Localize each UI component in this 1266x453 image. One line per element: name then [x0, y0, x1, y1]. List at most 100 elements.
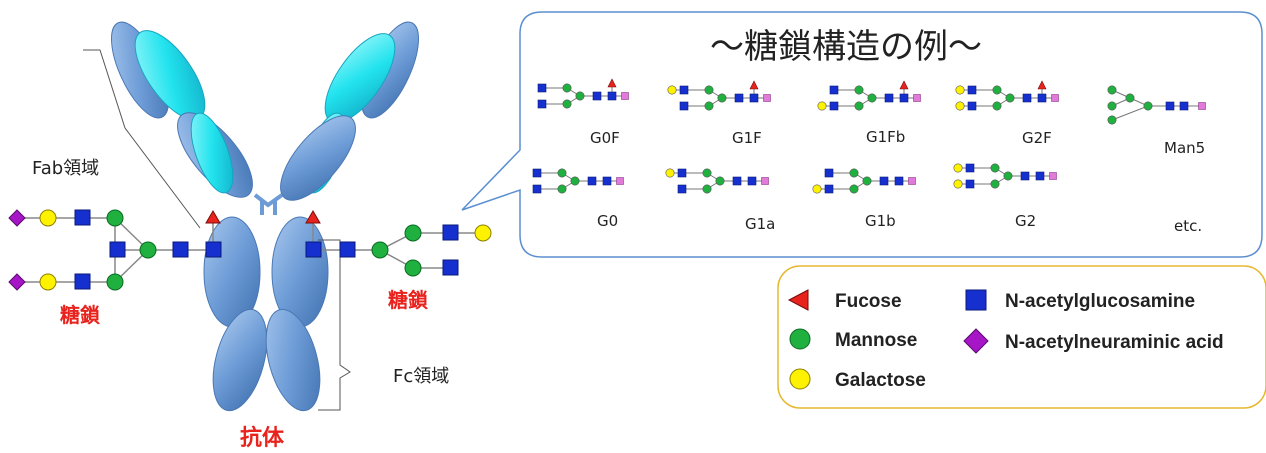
mannose-icon [849, 168, 859, 178]
glcnac-icon [899, 93, 909, 103]
glcnac-icon [74, 273, 91, 290]
glycan-left-residues [8, 209, 222, 291]
structure-label-g1a: G1a [745, 215, 775, 233]
glcnac-icon [1020, 171, 1030, 181]
glcnac-icon [442, 224, 459, 241]
reducing-end-icon [908, 177, 916, 185]
glcnac-icon [1179, 101, 1189, 111]
reducing-end-icon [621, 92, 629, 100]
glcnac-icon [305, 241, 322, 258]
glcnac-icon [677, 168, 687, 178]
fucose-icon [1037, 80, 1047, 90]
fab-region-label: Fab領域 [32, 158, 99, 179]
glcnac-icon [205, 241, 222, 258]
glcnac-icon [894, 176, 904, 186]
galactose-icon [39, 273, 57, 291]
structure-label-etc: etc. [1174, 217, 1202, 235]
reducing-end-icon [616, 177, 624, 185]
legend-box [777, 265, 1266, 409]
glcnac-icon [442, 259, 459, 276]
galactose-icon [955, 85, 965, 95]
glycan-label-left: 糖鎖 [60, 303, 101, 327]
structure-label-g0f: G0F [590, 129, 620, 147]
structure-label-g2f: G2F [1022, 129, 1052, 147]
reducing-end-icon [761, 177, 769, 185]
mannose-icon [1143, 101, 1153, 111]
fc-ch3-left [212, 308, 268, 412]
mannose-icon [867, 93, 877, 103]
mannose-icon [1107, 101, 1117, 111]
mannose-icon [992, 101, 1002, 111]
glcnac-icon [747, 176, 757, 186]
structure-labels: G0F G1F G1Fb G2F Man5 G0 G1a G1b G2 etc. [590, 128, 1205, 235]
mannose-icon [1107, 85, 1117, 95]
fucose-icon [749, 80, 759, 90]
fucose-icon [305, 210, 321, 224]
glcnac-icon [1022, 93, 1032, 103]
fc-region-label: Fc領域 [393, 366, 449, 387]
glcnac-icon [734, 93, 744, 103]
mannose-icon [854, 85, 864, 95]
glcnac-icon [677, 184, 687, 194]
fucose-icon [899, 80, 909, 90]
fc-bracket [318, 239, 351, 411]
mannose-icon [139, 241, 157, 259]
mannose-icon [1107, 115, 1117, 125]
mannose-icon [1003, 171, 1013, 181]
sialic-acid-icon [8, 273, 26, 291]
mannose-icon [854, 101, 864, 111]
fucose-icon [205, 210, 221, 224]
legend: Fucose Mannose Galactose N-acetylglucosa… [787, 289, 1224, 391]
examples-title: 〜糖鎖構造の例〜 [710, 27, 982, 67]
glcnac-icon [749, 93, 759, 103]
legend-label-sialic-acid: N-acetylneuraminic acid [1005, 332, 1224, 353]
galactose-icon [665, 168, 675, 178]
glcnac-icon [1165, 101, 1175, 111]
mannose-icon [562, 83, 572, 93]
mannose-icon [557, 184, 567, 194]
glcnac-icon [532, 184, 542, 194]
fc-ch3-right [265, 308, 321, 412]
glcnac-icon [965, 163, 975, 173]
mannose-icon [704, 101, 714, 111]
structure-label-g1fb: G1Fb [866, 128, 905, 146]
mannose-icon [990, 179, 1000, 189]
glcnac-icon [537, 83, 547, 93]
glcnac-icon [607, 91, 617, 101]
mannose-icon [992, 85, 1002, 95]
mannose-icon [702, 168, 712, 178]
reducing-end-icon [763, 94, 771, 102]
legend-label-fucose: Fucose [835, 291, 902, 312]
mannose-icon [717, 93, 727, 103]
glcnac-icon [965, 179, 975, 189]
glcnac-icon [532, 168, 542, 178]
glcnac-icon [824, 184, 834, 194]
mannose-icon [704, 85, 714, 95]
glcnac-icon [172, 241, 189, 258]
glcnac-icon [1035, 171, 1045, 181]
fab-right-heavy-lower [280, 115, 356, 201]
hinge [253, 193, 284, 215]
glycan-link [1111, 105, 1149, 121]
galactose-icon [789, 368, 811, 390]
antibody-label: 抗体 [240, 425, 285, 451]
mannose-icon [1125, 93, 1135, 103]
glcnac-icon [679, 85, 689, 95]
reducing-end-icon [1049, 172, 1057, 180]
glycan-label-right: 糖鎖 [388, 288, 429, 312]
mannose-icon [702, 184, 712, 194]
glcnac-icon [679, 101, 689, 111]
galactose-icon [953, 163, 963, 173]
glcnac-icon [339, 241, 356, 258]
structure-label-man5: Man5 [1164, 139, 1205, 157]
mannose-icon [557, 168, 567, 178]
glcnac-icon [1037, 93, 1047, 103]
glcnac-icon [829, 101, 839, 111]
fucose-icon [607, 78, 617, 88]
galactose-icon [953, 179, 963, 189]
antibody [111, 21, 419, 412]
mannose-icon [404, 224, 422, 242]
mannose-icon [371, 241, 389, 259]
reducing-end-icon [1198, 102, 1206, 110]
